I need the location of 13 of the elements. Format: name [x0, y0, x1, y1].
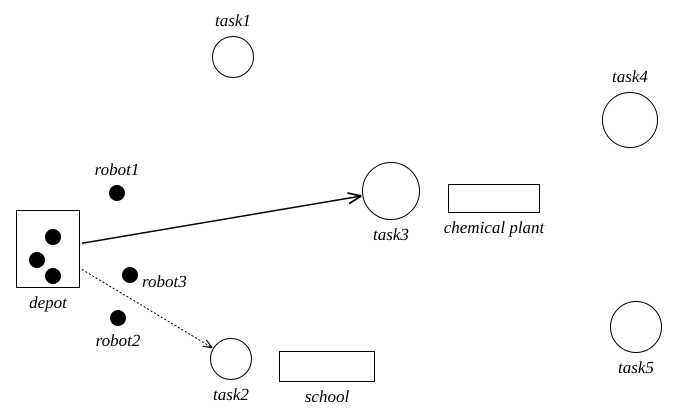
node-label: task5	[618, 357, 654, 379]
node-label: task3	[373, 224, 409, 246]
node-label: school	[304, 386, 350, 408]
node-label: robot2	[96, 330, 140, 352]
node-label: task2	[213, 384, 249, 406]
node-label: chemical plant	[444, 216, 544, 238]
dotted-arrow	[82, 268, 213, 348]
arrow	[82, 192, 362, 244]
node-label: task1	[215, 10, 251, 32]
node-label: robot1	[94, 159, 140, 181]
node-label: depot	[29, 292, 67, 314]
node-label: robot3	[142, 271, 187, 293]
node-label: task4	[612, 66, 648, 88]
